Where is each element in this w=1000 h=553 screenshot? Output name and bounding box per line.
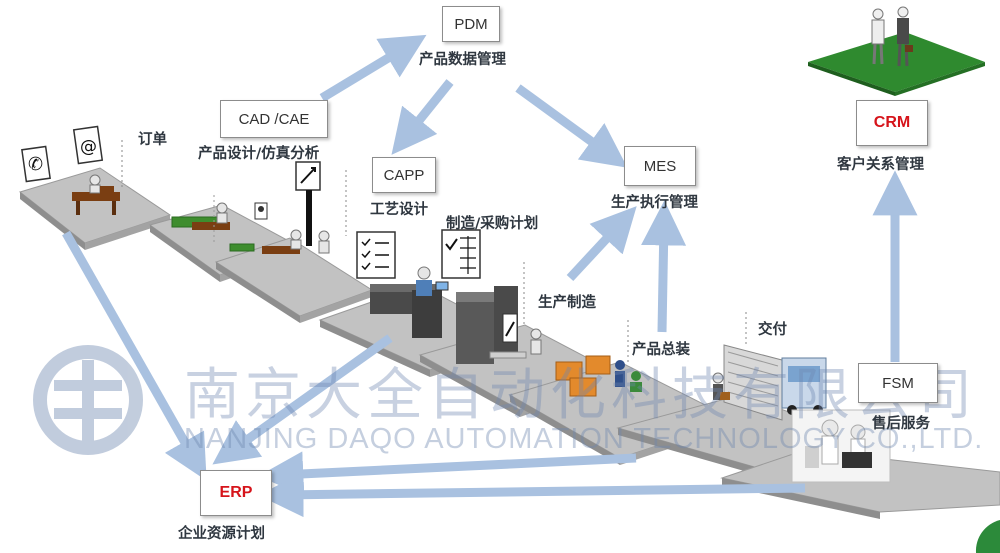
crm-platform <box>808 6 985 96</box>
arrow-capp-to-erp <box>212 334 393 465</box>
arrow-pdm-to-capp <box>391 79 454 155</box>
arrow-production-to-mes <box>566 206 637 282</box>
crm-box: CRM <box>856 100 928 146</box>
design-station <box>171 161 330 254</box>
svg-text:✆: ✆ <box>28 154 43 175</box>
cad-cae-box: CAD /CAE <box>220 100 328 138</box>
capp-box: CAPP <box>372 157 436 193</box>
corner-badge <box>975 520 1000 553</box>
erp-label: 企业资源计划 <box>178 526 265 542</box>
mes-box: MES <box>624 146 696 186</box>
arrow-assembly-to-erp <box>258 451 637 497</box>
erp-box: ERP <box>200 470 272 516</box>
stage-delivery-label: 交付 <box>758 322 787 338</box>
cad-cae-label: 产品设计/仿真分析 <box>198 146 320 162</box>
svg-text:@: @ <box>80 137 97 157</box>
assembly-station <box>555 355 642 397</box>
arrow-pdm-to-mes <box>515 84 628 168</box>
watermark-company-en: NANJING DAQO AUTOMATION TECHNOLOGY CO.,L… <box>184 423 984 455</box>
capp-label: 工艺设计 <box>370 202 428 218</box>
process-design-station <box>356 231 449 338</box>
company-logo-watermark <box>33 345 143 455</box>
arrow-order-to-erp <box>62 230 207 481</box>
production-station <box>441 229 542 364</box>
arrow-cad-to-pdm <box>319 34 427 102</box>
delivery-station <box>712 344 827 421</box>
mes-label: 生产执行管理 <box>611 195 698 211</box>
fsm-label: 售后服务 <box>872 416 930 432</box>
stage-leaders <box>121 140 747 362</box>
watermark-company-cn: 南京大全自动化科技有限公司 <box>184 363 977 428</box>
arrow-service-to-erp <box>258 472 806 518</box>
stage-order-label: 订单 <box>138 132 167 148</box>
arrow-assembly-to-mes <box>641 200 687 333</box>
service-photo <box>791 409 891 483</box>
stage-production-label: 生产制造 <box>538 295 596 311</box>
pdm-box: PDM <box>442 6 500 42</box>
pdm-label: 产品数据管理 <box>419 52 506 68</box>
stage-assembly-label: 产品总装 <box>632 342 690 358</box>
flow-arrows <box>62 34 918 518</box>
stage-planning-label: 制造/采购计划 <box>446 216 539 232</box>
fsm-box: FSM <box>858 363 938 403</box>
order-station: ✆ @ <box>21 125 120 215</box>
crm-label: 客户关系管理 <box>837 157 924 173</box>
